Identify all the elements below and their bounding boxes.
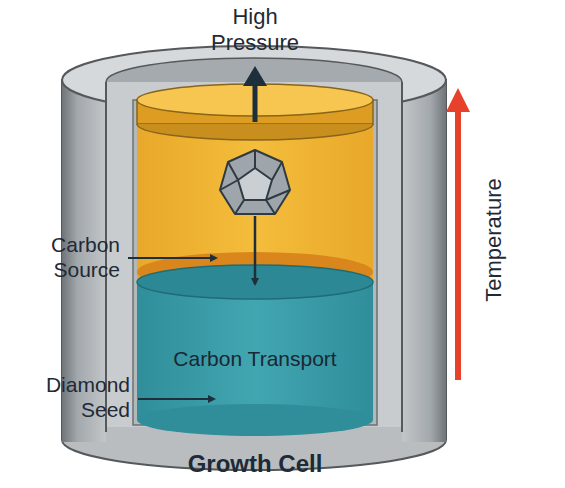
part-label: Carbon Source xyxy=(12,232,120,282)
transport-region: Carbon Transport xyxy=(137,300,373,418)
pressure-arrow-head xyxy=(243,66,267,86)
teal-bottom xyxy=(137,404,373,436)
lid-bottom xyxy=(137,124,373,140)
diamond-crystal xyxy=(220,150,290,214)
pressure-arrow-shaft xyxy=(253,84,258,122)
housing-wall-right xyxy=(402,80,446,442)
region-text: Carbon Transport xyxy=(173,346,336,371)
diagram-title: Growth Cell xyxy=(0,450,510,479)
leader-line xyxy=(128,257,216,259)
teal-region xyxy=(137,282,373,420)
vessel-wall xyxy=(133,100,377,425)
pressure-label: High Pressure xyxy=(205,4,305,57)
temperature-arrow-head xyxy=(446,88,470,112)
part-label: Diamond Seed xyxy=(12,372,130,422)
temperature-arrow-shaft xyxy=(455,110,461,380)
temperature-label: Temperature xyxy=(481,178,507,302)
leader-line xyxy=(138,398,214,400)
transport-arrow xyxy=(254,216,257,284)
housing-wall-edge xyxy=(106,80,402,432)
housing-cavity-edge xyxy=(106,82,402,432)
housing-cavity xyxy=(106,82,402,427)
